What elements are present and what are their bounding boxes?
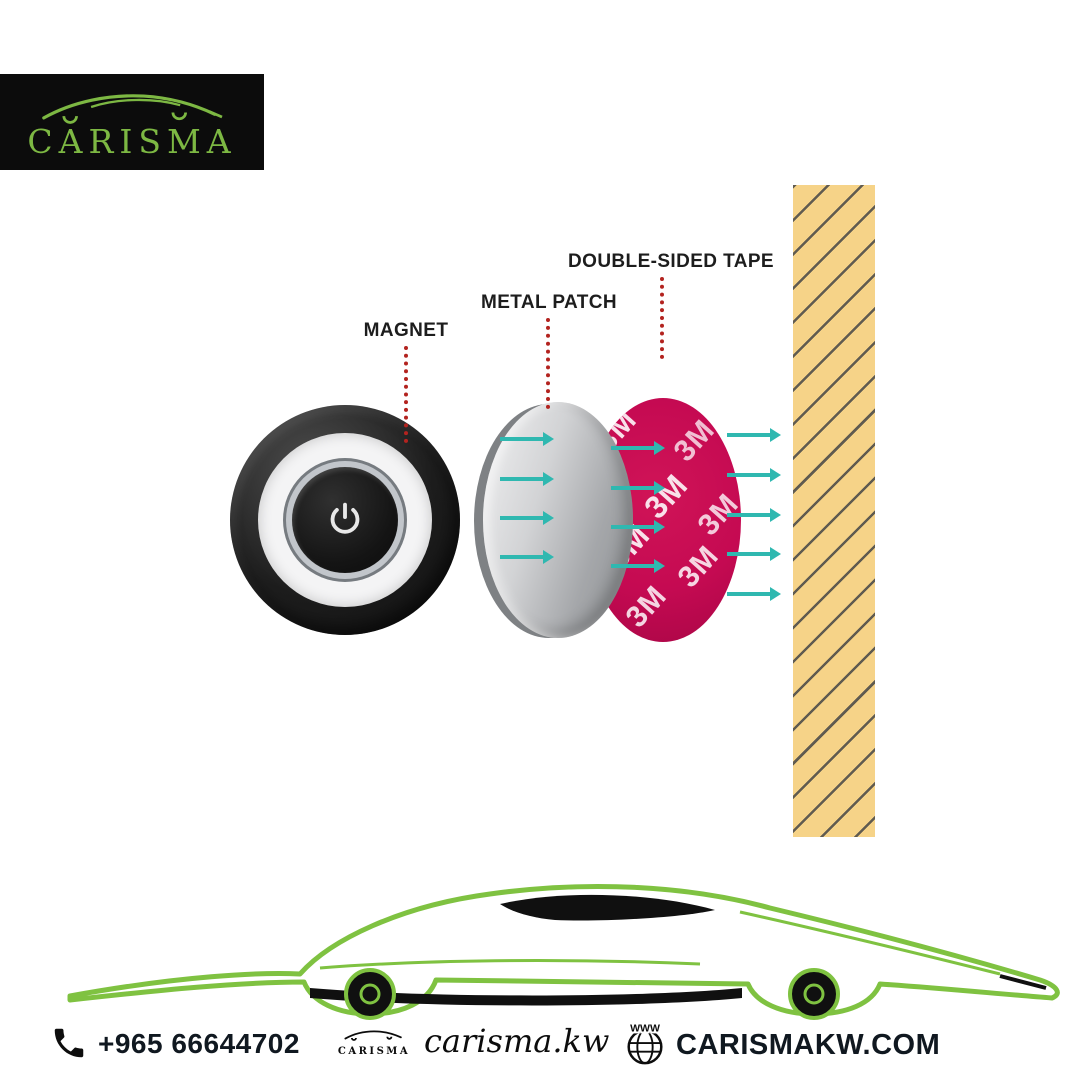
phone-icon — [54, 1028, 84, 1058]
flow-arrow — [611, 481, 665, 494]
flow-arrow — [611, 520, 665, 533]
car-illustration — [67, 883, 1060, 1020]
flow-arrow — [611, 559, 665, 572]
light-button-cap — [292, 467, 398, 573]
brand-logo: CARISMA — [0, 74, 264, 170]
flow-arrow — [611, 441, 665, 454]
led-light-body — [230, 405, 460, 635]
flow-arrow — [727, 428, 781, 441]
label-metal-patch: METAL PATCH — [481, 292, 617, 313]
flow-arrow — [727, 508, 781, 521]
flow-arrow — [500, 472, 554, 485]
car-outline-icon-small — [344, 1030, 402, 1041]
tape-3m-mark: 3M — [619, 579, 674, 634]
leader-line-metal-patch — [546, 318, 550, 409]
brand-name: CARISMA — [27, 121, 237, 161]
brand-handle: carisma.kw — [424, 1022, 610, 1060]
label-magnet: MAGNET — [363, 320, 449, 341]
footer-mini-logo: CARISMA — [334, 1027, 414, 1057]
tape-3m-mark: 3M — [636, 466, 695, 526]
flow-arrow — [500, 432, 554, 445]
label-double-sided-tape: DOUBLE-SIDED TAPE — [568, 251, 774, 272]
globe-www-label: WWW — [630, 1023, 660, 1035]
globe-www-icon: WWW — [627, 1021, 663, 1065]
power-icon — [330, 502, 360, 534]
flow-arrow — [727, 468, 781, 481]
leader-line-tape — [660, 277, 664, 359]
website-url: CARISMAKW.COM — [676, 1029, 941, 1061]
wall-surface — [793, 185, 875, 837]
footer-mini-logo-text: CARISMA — [337, 1046, 411, 1057]
phone-number: +965 66644702 — [98, 1028, 300, 1059]
flow-arrow — [727, 547, 781, 560]
flow-arrow — [500, 550, 554, 563]
car-outline-icon — [42, 93, 223, 124]
flow-arrow — [500, 511, 554, 524]
metal-patch-disc — [483, 402, 633, 638]
tape-3m-mark: 3M — [667, 413, 722, 468]
flow-arrow — [727, 587, 781, 600]
tape-3m-mark: 3M — [671, 539, 726, 594]
leader-line-magnet — [404, 346, 408, 443]
